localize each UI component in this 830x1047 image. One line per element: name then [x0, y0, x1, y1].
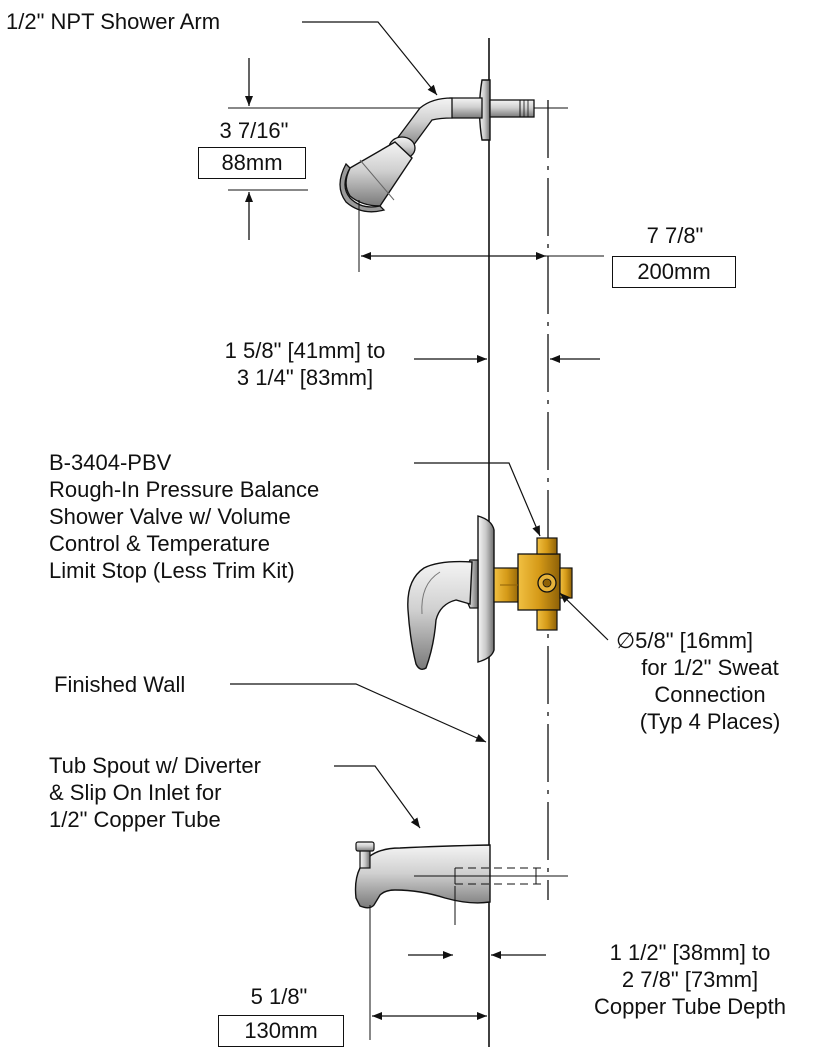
spout-leader — [334, 765, 421, 829]
sweat-label-line-1: ∅5/8" [16mm] — [616, 628, 753, 653]
diameter-symbol: ∅ — [616, 628, 636, 653]
copper-depth-label-3: Copper Tube Depth — [593, 994, 787, 1019]
valve-label-line-5: Limit Stop (Less Trim Kit) — [49, 558, 295, 583]
finished-wall-leader — [230, 683, 487, 743]
valve-leader — [414, 462, 541, 537]
shower-arm-leader — [302, 21, 438, 96]
tub-spout-drawing — [354, 841, 546, 909]
valve-label-line-3: Shower Valve w/ Volume — [49, 504, 291, 529]
arm-drop-dim-label: 3 7/16" — [219, 118, 289, 143]
shower-arm-label: 1/2" NPT Shower Arm — [6, 9, 221, 34]
spout-label-line-2: & Slip On Inlet for — [49, 780, 222, 805]
head-reach-mm-bracket — [612, 256, 736, 288]
spout-label-line-1: Tub Spout w/ Diverter — [49, 753, 261, 778]
head-reach-mm-label: 200mm — [637, 259, 711, 284]
sweat-label-line-2: for 1/2" Sweat — [641, 655, 779, 680]
arm-drop-mm-bracket — [198, 147, 306, 179]
finished-wall-label: Finished Wall — [54, 672, 186, 697]
copper-depth-label-2: 2 7/8" [73mm] — [621, 967, 759, 992]
copper-depth-label-1: 1 1/2" [38mm] to — [609, 940, 771, 965]
sweat-label-line-4: (Typ 4 Places) — [639, 709, 781, 734]
rough-depth-label-2: 3 1/4" [83mm] — [236, 365, 374, 390]
sweat-label-line-3: Connection — [654, 682, 766, 707]
shower-head-drawing — [339, 79, 535, 213]
sweat-size: 5/8" [16mm] — [635, 628, 754, 653]
spout-reach-mm-label: 130mm — [244, 1018, 318, 1043]
valve-label-line-2: Rough-In Pressure Balance — [49, 477, 320, 502]
rough-depth-label-1: 1 5/8" [41mm] to — [224, 338, 386, 363]
head-reach-dim-label: 7 7/8" — [646, 223, 704, 248]
spout-reach-dim-label: 5 1/8" — [250, 984, 308, 1009]
spout-label-line-3: 1/2" Copper Tube — [49, 807, 221, 832]
sweat-leader — [559, 592, 609, 641]
valve-drawing — [407, 515, 573, 671]
valve-label-model: B-3404-PBV — [49, 450, 172, 475]
arm-drop-mm-label: 88mm — [221, 150, 283, 175]
valve-label-line-4: Control & Temperature — [49, 531, 270, 556]
